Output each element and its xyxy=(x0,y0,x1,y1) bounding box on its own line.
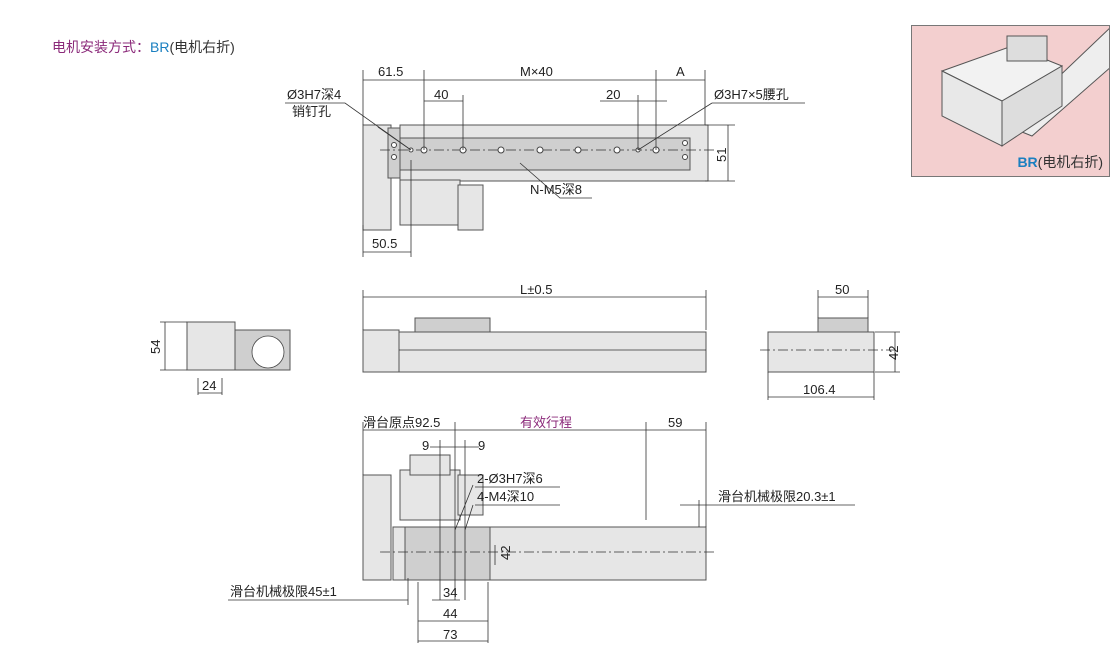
slider-origin-92-5: 滑台原点92.5 xyxy=(363,415,440,430)
rail-side xyxy=(398,331,707,373)
dim-9-right: 9 xyxy=(478,438,485,453)
pin-hole-label: 销钉孔 xyxy=(292,104,331,119)
motor xyxy=(399,179,461,226)
pin-hole-spec: Ø3H7深4 xyxy=(287,87,341,102)
inset-code: BR xyxy=(1017,154,1038,170)
title-code: BR xyxy=(150,39,170,55)
tap-hole-spec: N-M5深8 xyxy=(530,182,582,197)
inset-desc: (电机右折) xyxy=(1037,154,1103,170)
inset-caption: BR(电机右折) xyxy=(1017,152,1103,172)
dim-106-4: 106.4 xyxy=(803,382,836,397)
dim-a: A xyxy=(676,64,685,79)
mech-limit-left: 滑台机械极限45±1 xyxy=(230,584,337,599)
bottom-view: 滑台原点92.5 有效行程 59 9 9 2-Ø3H7深6 4-M4深10 滑台… xyxy=(228,415,855,643)
tap-hole-spec-bottom: 4-M4深10 xyxy=(477,489,534,504)
mount-type-title: 电机安装方式：BR(电机右折) xyxy=(52,37,235,57)
dim-34: 34 xyxy=(443,585,457,600)
dim-73: 73 xyxy=(443,627,457,642)
motor-cover xyxy=(362,124,392,231)
dim-50-5: 50.5 xyxy=(372,236,397,251)
effective-stroke: 有效行程 xyxy=(520,415,572,430)
title-label: 电机安装方式： xyxy=(52,39,150,55)
slider-side xyxy=(414,317,491,333)
dim-51: 51 xyxy=(714,148,729,162)
dim-m-x-40: M×40 xyxy=(520,64,553,79)
dim-40: 40 xyxy=(434,87,448,102)
right-end-view: 50 42 106.4 xyxy=(760,282,901,400)
dim-20: 20 xyxy=(606,87,620,102)
left-end-view: 54 24 xyxy=(148,321,291,395)
dim-54: 54 xyxy=(148,340,163,354)
slider-bottom xyxy=(404,526,491,581)
dim-l: L±0.5 xyxy=(520,282,552,297)
title-desc: (电机右折) xyxy=(169,39,235,55)
dim-61-5: 61.5 xyxy=(378,64,403,79)
dim-42-bottom: 42 xyxy=(498,546,513,560)
mech-limit-right: 滑台机械极限20.3±1 xyxy=(718,489,836,504)
pin-hole-spec-bottom: 2-Ø3H7深6 xyxy=(477,471,543,486)
dim-42-end: 42 xyxy=(886,346,901,360)
slot-hole-spec: Ø3H7×5腰孔 xyxy=(714,87,789,102)
top-view: 61.5 M×40 A 40 20 51 50.5 Ø3H7深4 销钉孔 Ø3H… xyxy=(285,64,805,257)
actuator-3d-illustration xyxy=(940,28,1109,147)
dim-9-left: 9 xyxy=(422,438,429,453)
product-3d-preview: BR(电机右折) xyxy=(911,25,1110,177)
side-view: L±0.5 xyxy=(362,282,707,373)
dim-24: 24 xyxy=(202,378,216,393)
dim-44: 44 xyxy=(443,606,457,621)
dim-59: 59 xyxy=(668,415,682,430)
dim-50: 50 xyxy=(835,282,849,297)
